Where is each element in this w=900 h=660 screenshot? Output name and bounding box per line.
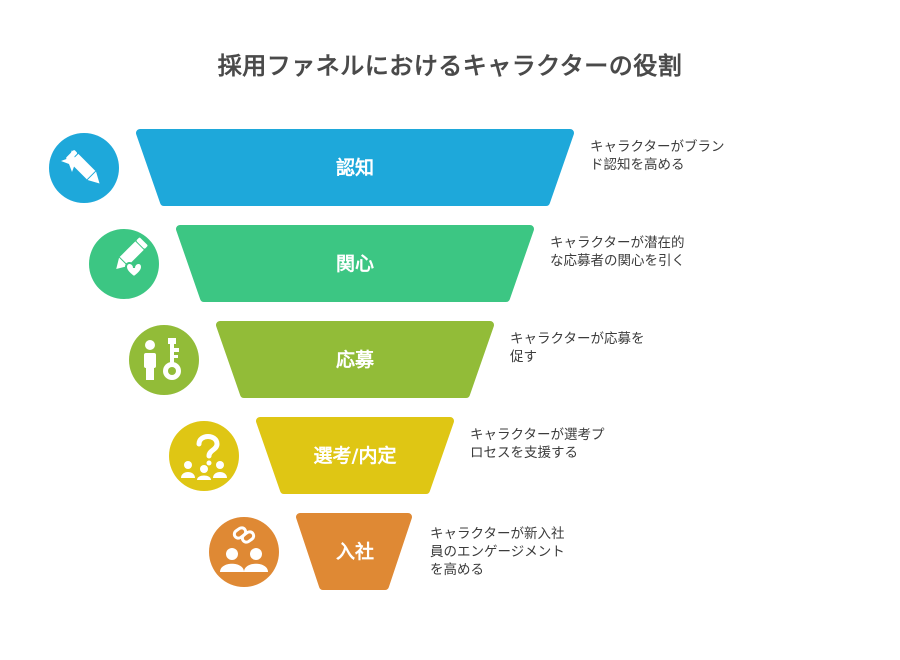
stage-label-onboarding: 入社 xyxy=(336,540,374,563)
pencil-sparkle-icon xyxy=(49,133,119,203)
funnel-band-awareness xyxy=(136,129,574,206)
page-title: 採用ファネルにおけるキャラクターの役割 xyxy=(217,52,683,80)
stage-label-awareness: 認知 xyxy=(336,156,374,179)
stage-label-application: 応募 xyxy=(336,348,375,371)
person-key-icon xyxy=(129,325,199,395)
stage-label-selection: 選考/内定 xyxy=(314,444,397,467)
funnel-stage-onboarding: 入社 xyxy=(209,513,412,590)
funnel-band-application xyxy=(216,321,494,398)
stage-description-application: キャラクターが応募を 促す xyxy=(510,331,645,365)
funnel-band-onboarding xyxy=(296,513,412,590)
funnel-band-selection xyxy=(256,417,454,494)
funnel-stage-interest: 関心 xyxy=(89,225,534,302)
stage-description-awareness: キャラクターがブラン ド認知を高める xyxy=(590,139,725,173)
stage-description-selection: キャラクターが選考プ ロセスを支援する xyxy=(470,427,605,461)
stage-description-interest: キャラクターが潜在的 な応募者の関心を引く xyxy=(550,235,685,269)
funnel-stage-application: 応募 xyxy=(129,321,494,398)
linked-people-icon xyxy=(209,517,279,587)
stage-label-interest: 関心 xyxy=(336,253,374,275)
question-group-icon xyxy=(169,421,239,491)
funnel-stage-selection: 選考/内定 xyxy=(169,417,454,494)
funnel-stage-awareness: 認知 xyxy=(49,129,574,206)
funnel-band-interest xyxy=(176,225,534,302)
pencil-heart-icon xyxy=(89,229,159,299)
stage-description-onboarding: キャラクターが新入社 員のエンゲージメント を高める xyxy=(430,526,565,578)
